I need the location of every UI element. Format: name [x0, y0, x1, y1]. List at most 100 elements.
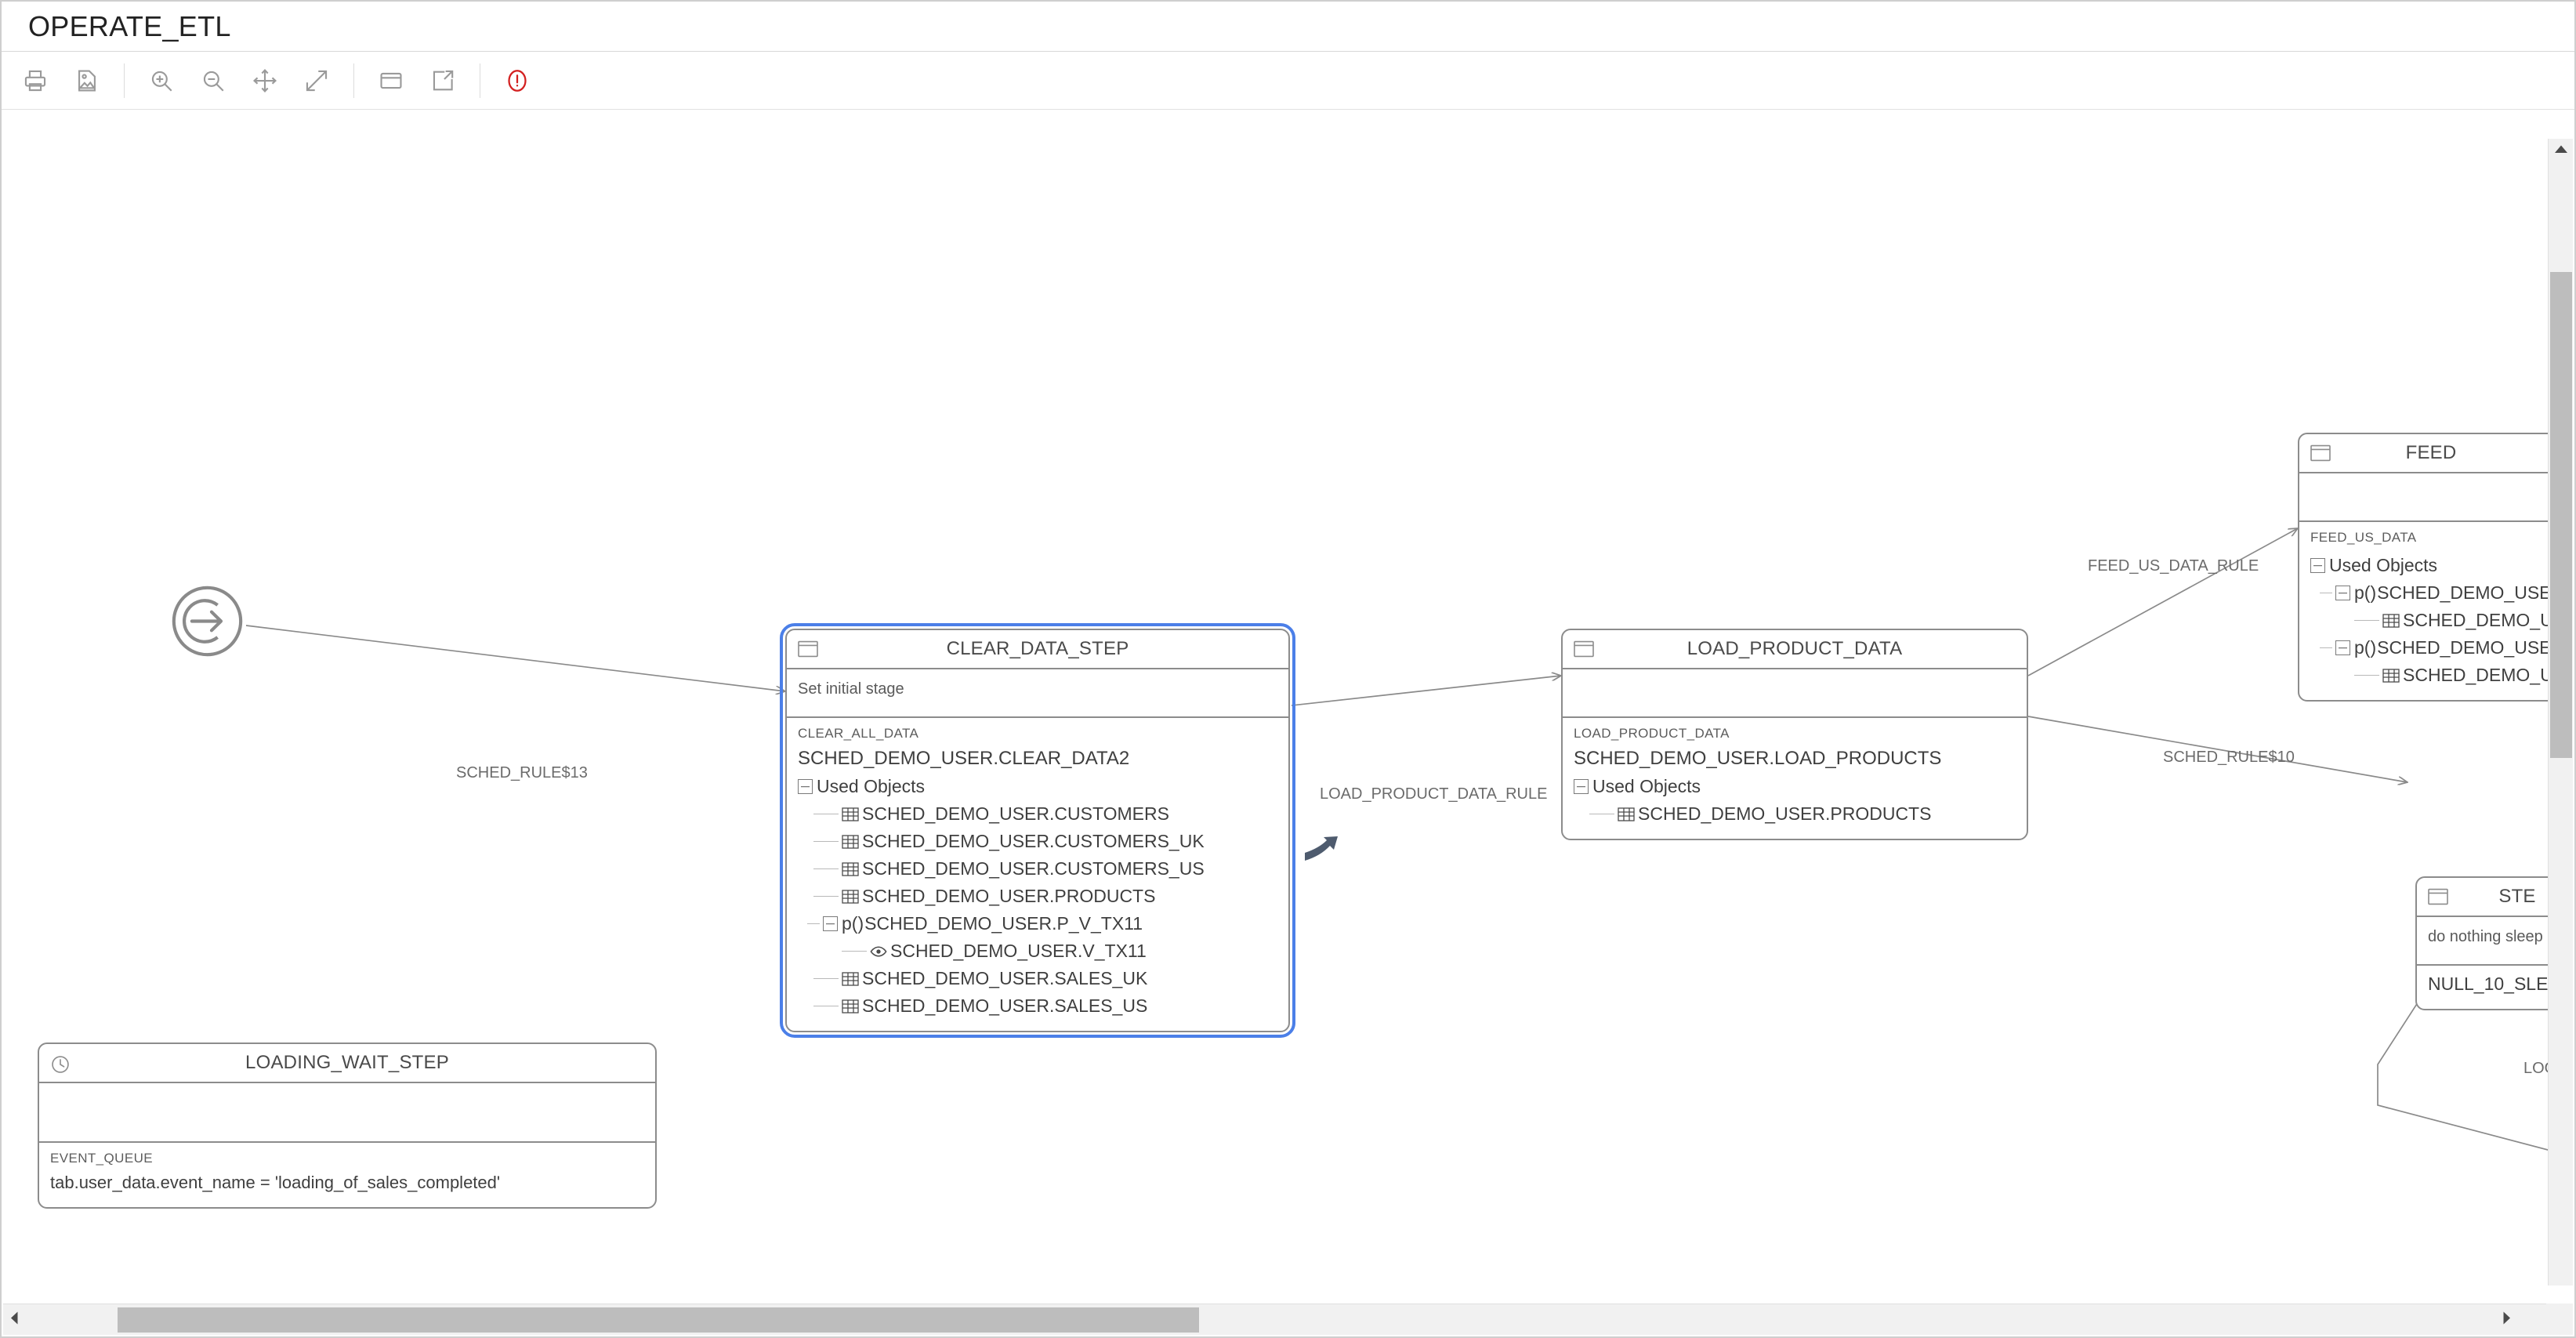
table-icon — [842, 971, 859, 986]
used-objects-label: Used Objects — [817, 776, 926, 796]
window-icon — [1574, 640, 1594, 658]
tree-branch — [2354, 674, 2379, 676]
tree-item-label: SCHED_DEMO_USER.PRODUCTS — [1638, 803, 1932, 824]
node-description — [2299, 473, 2551, 522]
collapse-icon[interactable] — [798, 779, 813, 794]
tree-branch — [813, 868, 839, 870]
tree-item[interactable]: SCHED_DEMO_USER.CUSTOMERS — [798, 800, 1277, 828]
table-icon — [842, 807, 859, 821]
table-icon — [2382, 613, 2400, 628]
tree-item[interactable]: SCHED_DEMO_USER.V_TX11 — [798, 937, 1277, 965]
node-body-subtitle: LOAD_PRODUCT_DATA — [1574, 726, 1730, 741]
table-icon — [842, 834, 859, 849]
vertical-scrollbar[interactable] — [2548, 139, 2573, 1285]
collapse-icon[interactable] — [2310, 558, 2325, 573]
zoom-in-button[interactable] — [136, 56, 187, 105]
node-title: CLEAR_DATA_STEP — [946, 638, 1129, 659]
vertical-scrollbar-thumb[interactable] — [2550, 272, 2572, 758]
scroll-right-arrow-icon[interactable] — [2502, 1311, 2512, 1329]
tree-branch — [2354, 619, 2379, 622]
clock-icon — [50, 1054, 71, 1073]
diagram-canvas[interactable]: CLEAR_DATA_STEP Set initial stage CLEAR_… — [2, 110, 2551, 1285]
fit-screen-button[interactable] — [291, 56, 342, 105]
tree-item[interactable]: SCHED_DEMO_USER.PRODUCTS — [1574, 800, 2016, 828]
tree-item-label: SCHED_DEMO_USER.V_TX11 — [890, 941, 1147, 961]
node-body: FEED_US_DATA Used Objects p() SCHED_DEMO… — [2299, 522, 2551, 700]
window-icon — [798, 640, 818, 658]
panel-button[interactable] — [365, 56, 417, 105]
tree-item[interactable]: SCHED_DEMO_USER.CUSTOMERS_UK — [798, 828, 1277, 855]
scrollbar-corner — [2546, 1304, 2573, 1335]
node-step-sleep[interactable]: STE do nothing sleep 10 s NULL_10_SLEEP — [2415, 876, 2551, 1010]
tree-item[interactable]: p() SCHED_DEMO_USER — [2310, 579, 2551, 607]
table-icon — [1618, 807, 1635, 821]
window-icon — [2310, 444, 2331, 462]
node-description — [1563, 669, 2027, 718]
tree-item[interactable]: SCHED_DEMO_US — [2310, 607, 2551, 634]
tree-branch — [813, 840, 839, 843]
used-objects-label: Used Objects — [2329, 555, 2438, 575]
node-body-subtitle: CLEAR_ALL_DATA — [798, 726, 919, 741]
collapse-icon[interactable] — [2335, 586, 2350, 600]
node-clear-data-step[interactable]: CLEAR_DATA_STEP Set initial stage CLEAR_… — [780, 623, 1295, 1038]
used-objects-row[interactable]: Used Objects — [2310, 552, 2551, 579]
horizontal-scrollbar-thumb[interactable] — [118, 1307, 1199, 1333]
save-image-button[interactable] — [61, 56, 113, 105]
collapse-icon[interactable] — [2335, 640, 2350, 655]
pan-button[interactable] — [239, 56, 291, 105]
used-objects-row[interactable]: Used Objects — [1574, 773, 2016, 800]
node-header: LOADING_WAIT_STEP — [39, 1044, 655, 1083]
tree-item[interactable]: p() SCHED_DEMO_USER.P_V_TX11 — [798, 910, 1277, 937]
tree-branch — [2320, 647, 2332, 649]
node-title: LOAD_PRODUCT_DATA — [1687, 638, 1903, 659]
start-node[interactable] — [166, 580, 248, 666]
procedure-icon: p() — [842, 913, 864, 934]
tree-item[interactable]: p() SCHED_DEMO_USER — [2310, 634, 2551, 662]
collapse-icon[interactable] — [823, 916, 838, 931]
node-description: Set initial stage — [787, 669, 1288, 718]
tree-item-label: SCHED_DEMO_USER.PRODUCTS — [862, 886, 1156, 906]
tree-item-label: SCHED_DEMO_US — [2403, 665, 2551, 685]
title-bar: OPERATE_ETL — [2, 2, 2574, 52]
tree-branch — [813, 813, 839, 815]
table-icon — [842, 889, 859, 904]
node-body-main: tab.user_data.event_name = 'loading_of_s… — [50, 1173, 501, 1192]
scroll-up-arrow-icon[interactable] — [2554, 143, 2568, 158]
tree-item-label: SCHED_DEMO_USER.SALES_US — [862, 995, 1148, 1016]
node-load-product-data[interactable]: LOAD_PRODUCT_DATA LOAD_PRODUCT_DATA SCHE… — [1561, 629, 2028, 840]
zoom-out-button[interactable] — [187, 56, 239, 105]
collapse-icon[interactable] — [1574, 779, 1589, 794]
tree-item[interactable]: SCHED_DEMO_USER.CUSTOMERS_US — [798, 855, 1277, 883]
scroll-left-arrow-icon[interactable] — [9, 1311, 19, 1329]
tree-branch — [2320, 592, 2332, 594]
tree-item-label: SCHED_DEMO_USER — [2377, 637, 2551, 658]
used-objects-row[interactable]: Used Objects — [798, 773, 1277, 800]
node-body: EVENT_QUEUE tab.user_data.event_name = '… — [39, 1143, 655, 1207]
table-icon — [2382, 668, 2400, 683]
tree-item[interactable]: SCHED_DEMO_US — [2310, 662, 2551, 689]
open-external-button[interactable] — [417, 56, 469, 105]
edge-label-sched-rule-13: SCHED_RULE$13 — [456, 764, 588, 781]
node-header: FEED — [2299, 434, 2551, 473]
toolbar — [2, 52, 2574, 110]
node-body: CLEAR_ALL_DATA SCHED_DEMO_USER.CLEAR_DAT… — [787, 718, 1288, 1031]
horizontal-scrollbar[interactable] — [3, 1304, 2551, 1335]
tree-item-label: SCHED_DEMO_US — [2403, 610, 2551, 630]
print-button[interactable] — [9, 56, 61, 105]
tree-item[interactable]: SCHED_DEMO_USER.SALES_UK — [798, 965, 1277, 992]
procedure-icon: p() — [2354, 582, 2377, 603]
node-feed-us-data[interactable]: FEED FEED_US_DATA Used Objects p() SCHED… — [2298, 433, 2551, 702]
node-body-subtitle: EVENT_QUEUE — [50, 1151, 153, 1166]
node-loading-wait-step[interactable]: LOADING_WAIT_STEP EVENT_QUEUE tab.user_d… — [38, 1042, 657, 1209]
tree-item[interactable]: SCHED_DEMO_USER.SALES_US — [798, 992, 1277, 1020]
edge-label-feed-us-data-rule: FEED_US_DATA_RULE — [2088, 557, 2259, 575]
error-button[interactable] — [491, 56, 543, 105]
node-title: STE — [2498, 886, 2536, 907]
diagram-connectors — [245, 110, 2551, 1151]
node-body-main: SCHED_DEMO_USER.CLEAR_DATA2 — [798, 748, 1130, 769]
node-title: LOADING_WAIT_STEP — [245, 1052, 449, 1073]
tree-branch — [813, 895, 839, 897]
table-icon — [842, 861, 859, 876]
node-body-subtitle: FEED_US_DATA — [2310, 530, 2417, 545]
tree-item[interactable]: SCHED_DEMO_USER.PRODUCTS — [798, 883, 1277, 910]
